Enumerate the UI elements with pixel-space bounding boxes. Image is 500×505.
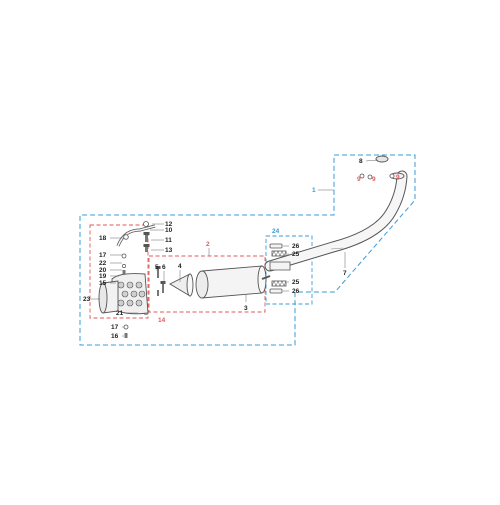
callout-26a: 26: [292, 243, 300, 250]
callout-12: 12: [165, 221, 173, 228]
callout-5: 5: [155, 264, 159, 271]
muffler-screws: [155, 266, 166, 296]
callout-26b: 26: [292, 288, 300, 295]
leader-lines: [91, 159, 379, 337]
callout-18: 18: [99, 235, 107, 242]
callout-2: 2: [206, 241, 210, 248]
callout-1: 1: [312, 187, 316, 194]
callout-16: 16: [111, 333, 119, 340]
callout-25b: 25: [292, 279, 300, 286]
callout-4: 4: [178, 263, 182, 270]
callout-24: 24: [272, 228, 280, 235]
kit-24-outline: [265, 235, 313, 305]
callout-11: 11: [165, 237, 172, 244]
callout-9a: 9: [357, 176, 361, 183]
callout-6: 6: [162, 264, 166, 271]
callout-9b: 9: [372, 176, 376, 183]
callout-3: 3: [244, 305, 248, 312]
callout-23: 23: [83, 296, 91, 303]
callout-7: 7: [343, 270, 347, 277]
outlet-tube: [98, 280, 119, 314]
callout-20: 20: [99, 267, 107, 274]
muffler-end-cap: [169, 273, 194, 297]
callout-15: 15: [99, 280, 107, 287]
callout-numbers: 1 2 3 4 5 6 7 8 9 9 9 10 11 12 13 14 15 …: [83, 158, 400, 340]
callout-22: 22: [99, 260, 107, 267]
shield-14-outline: [89, 224, 149, 319]
callout-9c: 9: [396, 174, 400, 181]
muffler-body: [195, 265, 271, 299]
callout-17a: 17: [99, 252, 107, 259]
pipe-studs: [359, 173, 395, 180]
callout-14: 14: [158, 317, 166, 324]
callout-25a: 25: [292, 251, 300, 258]
exhaust-pipe: [264, 170, 408, 272]
assembly-1-outline: [79, 154, 416, 346]
callout-21: 21: [116, 310, 124, 317]
callout-13: 13: [165, 247, 173, 254]
damper-kit-parts: [269, 243, 291, 294]
callout-8: 8: [359, 158, 363, 165]
callout-19: 19: [99, 273, 107, 280]
callout-17b: 17: [111, 324, 119, 331]
callout-10: 10: [165, 227, 173, 234]
gasket: [375, 155, 389, 163]
